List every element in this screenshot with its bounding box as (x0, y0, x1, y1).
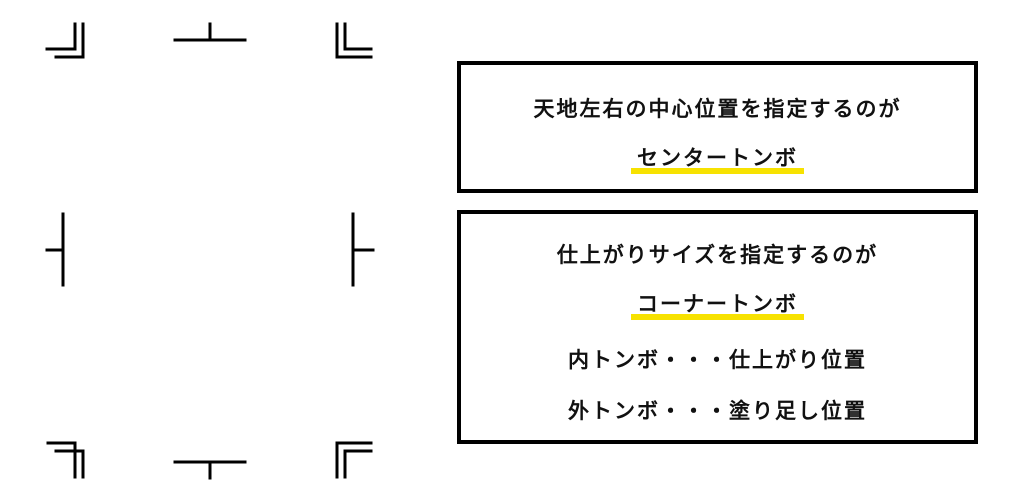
corner-trim-mark-top-right (335, 22, 373, 59)
outer-trim-description: 外トンボ・・・塗り足し位置 (568, 399, 867, 423)
center-trim-mark-bottom (173, 460, 247, 480)
center-trim-box: 天地左右の中心位置を指定するのが センタートンボ (457, 61, 978, 193)
inner-trim-description: 内トンボ・・・仕上がり位置 (568, 348, 867, 372)
trim-marks-illustration (45, 22, 375, 480)
center-trim-mark-left (45, 212, 65, 287)
center-trim-mark-right (351, 212, 375, 287)
center-trim-term-row: センタートンボ (461, 142, 974, 174)
center-trim-term: センタートンボ (631, 142, 804, 174)
corner-trim-term: コーナートンボ (631, 288, 804, 320)
corner-trim-mark-top-left (45, 22, 85, 59)
center-trim-mark-top (173, 22, 247, 42)
corner-trim-mark-bottom-right (335, 441, 373, 479)
corner-trim-description: 仕上がりサイズを指定するのが (556, 243, 879, 267)
center-trim-description: 天地左右の中心位置を指定するのが (533, 97, 902, 121)
corner-trim-term-row: コーナートンボ (461, 288, 974, 320)
corner-trim-box: 仕上がりサイズを指定するのが コーナートンボ 内トンボ・・・仕上がり位置 外トン… (457, 210, 978, 444)
corner-trim-mark-bottom-left (46, 441, 85, 479)
